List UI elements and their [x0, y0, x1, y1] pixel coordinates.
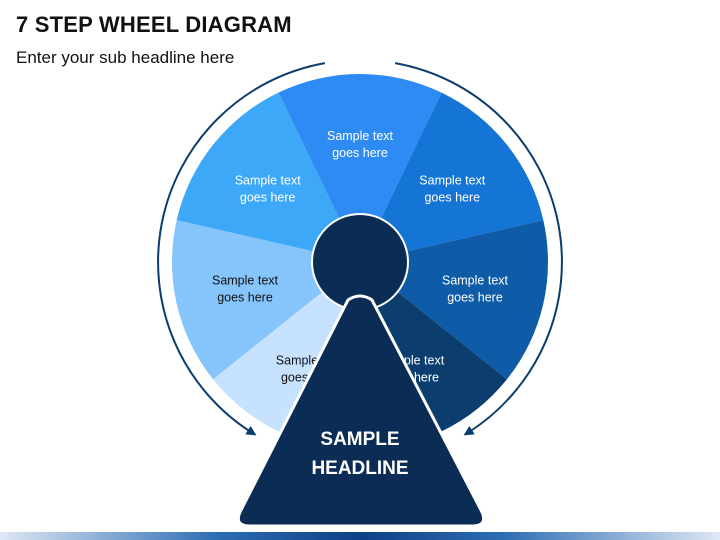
wheel-segments [172, 73, 548, 450]
segment-1-label-line-2: goes here [332, 146, 388, 160]
headline-line-1: SAMPLE [320, 429, 399, 450]
right-cycle-arrow [394, 62, 563, 436]
bottom-accent-bar [0, 532, 720, 540]
segment-7-label-line-2: goes here [240, 190, 296, 204]
segment-2-label-line-2: goes here [424, 190, 480, 204]
segment-2-label-line-1: Sample text [419, 173, 486, 187]
left-cycle-arrow [157, 62, 326, 436]
page-title: 7 STEP WHEEL DIAGRAM [16, 12, 292, 37]
headline-pedestal [236, 294, 486, 528]
segment-3-label-line-2: goes here [447, 290, 503, 304]
wheel-segment-1 [278, 73, 442, 262]
wheel-segment-2 [360, 92, 544, 262]
wheel-segment-7 [176, 92, 360, 262]
segment-6-label-line-1: Sample text [212, 273, 279, 287]
segment-7-label-line-1: Sample text [235, 173, 302, 187]
segment-1-label-line-1: Sample text [327, 129, 394, 143]
page-subtitle: Enter your sub headline here [16, 48, 235, 67]
segment-6-label-line-2: goes here [217, 290, 273, 304]
headline-line-2: HEADLINE [311, 458, 408, 479]
segment-3-label-line-1: Sample text [442, 273, 509, 287]
